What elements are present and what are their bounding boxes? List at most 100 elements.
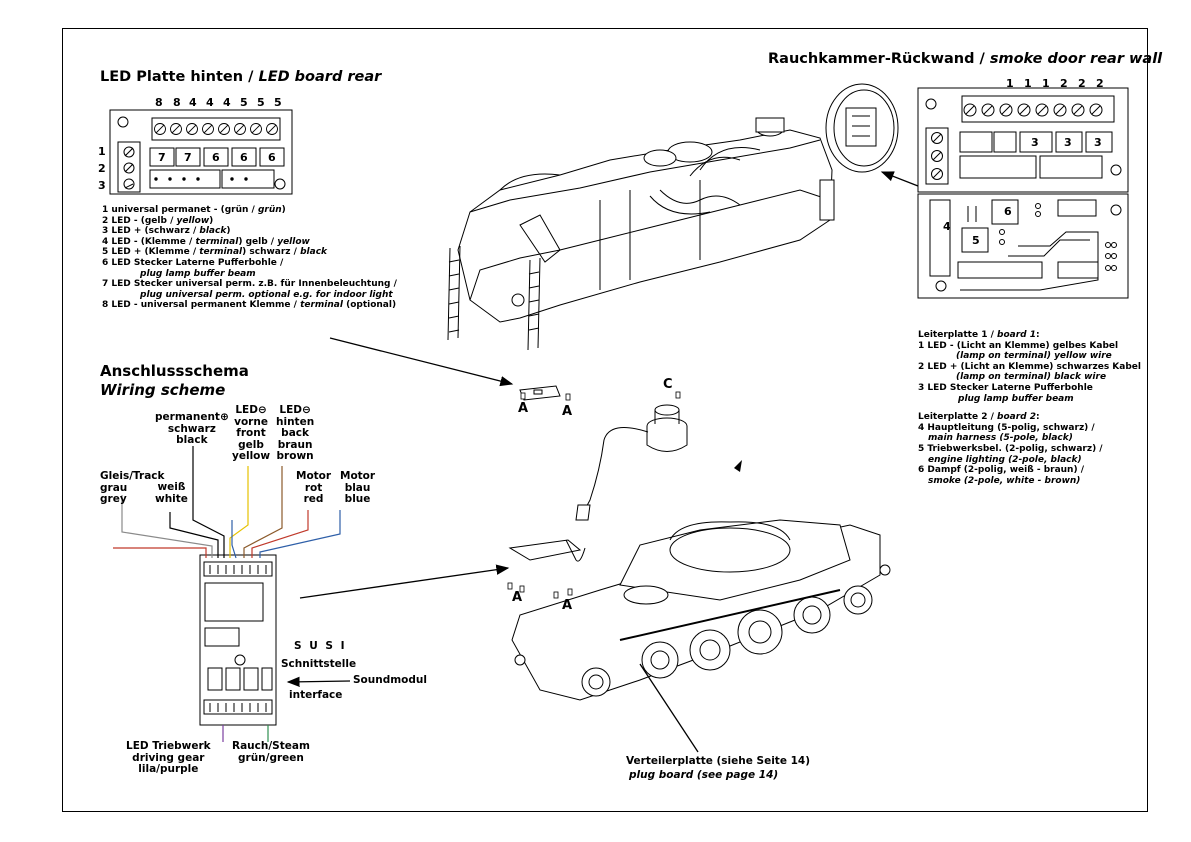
- susi-label: S U S I: [294, 640, 347, 652]
- steam-label: Rauch/Steam grün/green: [232, 740, 310, 764]
- board-legend-gap: [918, 404, 1141, 412]
- part-a-2: A: [562, 404, 573, 419]
- led-rear-pin-4: 4: [206, 96, 214, 109]
- smoke-pin-2: 1: [1024, 77, 1032, 90]
- led-legend-item: plug lamp buffer beam: [140, 268, 256, 279]
- board-legend-item: main harness (5-pole, black): [928, 433, 1073, 444]
- smoke-pin-5: 2: [1078, 77, 1086, 90]
- board-legend-item: 3 LED Stecker Laterne Pufferbohle: [918, 382, 1093, 393]
- part-a-4: A: [562, 598, 573, 613]
- led-legend-item: 2 LED - (gelb / yellow): [102, 215, 214, 226]
- wire-grey: [121, 495, 213, 558]
- board-legend-item: Leiterplatte 1 / board 1:: [918, 330, 1040, 340]
- wiring-title-de: Anschlussschema: [100, 362, 249, 380]
- wire-red: [113, 547, 207, 558]
- led-rear-pin-6: 5: [240, 96, 248, 109]
- smoke-board-top: [917, 87, 1129, 193]
- smoke-pin-1: 1: [1006, 77, 1014, 90]
- led-legend-item: 7 LED Stecker universal perm. z.B. für I…: [102, 279, 397, 290]
- small-arrow-mark: [734, 460, 742, 472]
- interface-label: interface: [289, 689, 343, 701]
- white-label: weiß white: [155, 481, 188, 505]
- locomotive-chassis-art: [511, 519, 891, 701]
- decoder-wires: [113, 446, 341, 742]
- permanent-label: permanent⊕ schwarz black: [155, 411, 229, 446]
- soundmodul-label: Soundmodul: [353, 674, 427, 686]
- driving-gear-label: LED Triebwerk driving gear lila/purple: [126, 740, 211, 775]
- board-legend-item: 6 Dampf (2-polig, weiß - braun) /: [918, 465, 1084, 476]
- board-legend: Leiterplatte 1 / board 1: 1 LED - (Licht…: [918, 330, 1141, 486]
- led-front-label: LED⊖ vorne front gelb yellow: [232, 404, 271, 462]
- led-rear-conn-1: 7: [158, 151, 166, 164]
- led-board-rear: [109, 109, 293, 195]
- led-legend-item: plug universal perm. optional e.g. for i…: [140, 289, 393, 300]
- led-rear-pin-8: 5: [274, 96, 282, 109]
- board-legend-item: smoke (2-pole, white - brown): [928, 475, 1081, 486]
- led-rear-pin-1: 8: [155, 96, 163, 109]
- led-rear-pin-5: 4: [223, 96, 231, 109]
- smoke-label-6: 6: [1004, 205, 1012, 218]
- part-a-3: A: [512, 590, 523, 605]
- led-legend-item: 3 LED + (schwarz / black): [102, 226, 231, 237]
- led-rear-label: LED⊖ hinten back braun brown: [276, 404, 315, 462]
- led-legend: 1 universal permanet - (grün / grün) 2 L…: [102, 205, 397, 311]
- track-label: Gleis/Track grau grey: [100, 470, 165, 505]
- wire-red: [251, 510, 309, 558]
- part-c: C: [663, 377, 673, 392]
- smoke-door-title: Rauchkammer-Rückwand / smoke door rear w…: [768, 51, 1163, 67]
- smoke-label-4: 4: [943, 220, 951, 233]
- wire-blue: [259, 510, 341, 558]
- led-rear-side-3: 3: [98, 179, 106, 192]
- smoke-conn-1: 3: [1031, 136, 1039, 149]
- wire-blue: [231, 520, 237, 559]
- led-rear-side-2: 2: [98, 162, 106, 175]
- page-frame: [62, 28, 1148, 812]
- board-legend-item: 4 Hauptleitung (5-polig, schwarz) /: [918, 422, 1095, 433]
- wire-brown: [243, 466, 283, 558]
- smoke-generator-art: [508, 385, 688, 562]
- led-legend-item: 6 LED Stecker Laterne Pufferbohle /: [102, 257, 284, 268]
- screws: [507, 391, 681, 599]
- smoke-pin-4: 2: [1060, 77, 1068, 90]
- smoke-conn-3: 3: [1094, 136, 1102, 149]
- smoke-pin-3: 1: [1042, 77, 1050, 90]
- wiring-title-en: Wiring scheme: [100, 381, 226, 399]
- led-legend-item: 5 LED + (Klemme / terminal) schwarz / bl…: [102, 247, 328, 258]
- led-rear-conn-3: 6: [212, 151, 220, 164]
- board-legend-item: 2 LED + (Licht an Klemme) schwarzes Kabe…: [918, 361, 1141, 372]
- smoke-label-5: 5: [972, 234, 980, 247]
- leader-arrows: [286, 171, 919, 753]
- led-rear-conn-4: 6: [240, 151, 248, 164]
- led-rear-pin-3: 4: [189, 96, 197, 109]
- plug-board-caption-en: plug board (see page 14): [629, 769, 779, 781]
- board-legend-item: Leiterplatte 2 / board 2:: [918, 412, 1040, 423]
- board-legend-item: 5 Triebwerksbel. (2-polig, schwarz) /: [918, 443, 1103, 454]
- locomotive-body-art: [447, 117, 835, 351]
- smoke-door-detail: [825, 83, 899, 173]
- smoke-board-bottom: [917, 193, 1129, 299]
- motor-blue-label: Motor blau blue: [340, 470, 376, 505]
- led-rear-pin-7: 5: [257, 96, 265, 109]
- smoke-pin-6: 2: [1096, 77, 1104, 90]
- led-legend-item: 8 LED - universal permanent Klemme / ter…: [102, 300, 397, 311]
- board-legend-item: (lamp on terminal) black wire: [956, 372, 1107, 383]
- board-legend-item: 1 LED - (Licht an Klemme) gelbes Kabel: [918, 340, 1119, 351]
- schnittstelle-label: Schnittstelle: [281, 658, 357, 670]
- board-legend-item: plug lamp buffer beam: [958, 393, 1074, 404]
- board-legend-item: (lamp on terminal) yellow wire: [956, 351, 1112, 362]
- decoder-art: [199, 554, 277, 726]
- led-board-rear-title: LED Platte hinten / LED board rear: [100, 69, 382, 85]
- led-rear-conn-2: 7: [184, 151, 192, 164]
- led-legend-item: 1 universal permanet - (grün / grün): [102, 205, 286, 215]
- smoke-conn-2: 3: [1064, 136, 1072, 149]
- motor-red-label: Motor rot red: [296, 470, 332, 505]
- wire-black: [192, 446, 225, 558]
- wire-yellow: [229, 466, 249, 558]
- led-rear-side-1: 1: [98, 145, 106, 158]
- led-rear-pin-2: 8: [173, 96, 181, 109]
- part-a-1: A: [518, 401, 529, 416]
- plug-board-caption-de: Verteilerplatte (siehe Seite 14): [626, 755, 811, 767]
- led-legend-item: 4 LED - (Klemme / terminal) gelb / yello…: [102, 236, 310, 247]
- board-legend-item: engine lighting (2-pole, black): [928, 454, 1082, 465]
